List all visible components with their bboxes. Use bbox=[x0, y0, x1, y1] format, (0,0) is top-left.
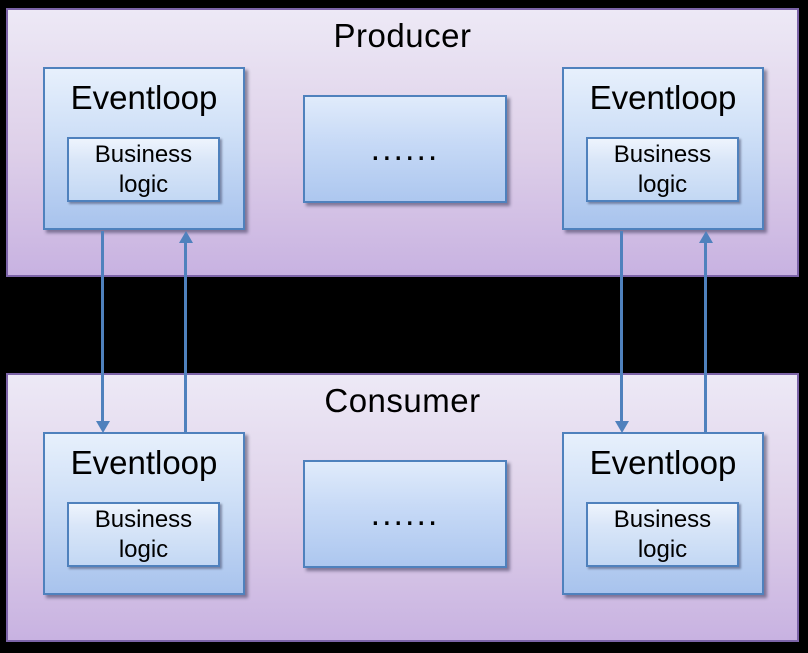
consumer-ellipsis-box: ...... bbox=[303, 460, 507, 568]
eventloop-label: Eventloop bbox=[589, 444, 737, 481]
eventloop-label: Eventloop bbox=[70, 444, 218, 481]
arrow-consumer-to-producer-right bbox=[699, 231, 713, 433]
producer-title: Producer bbox=[333, 17, 472, 54]
business-logic-label-line1: Business bbox=[94, 140, 193, 168]
arrow-line bbox=[184, 242, 187, 433]
producer-panel: Producer Eventloop Business logic ......… bbox=[6, 8, 799, 277]
business-logic-label-line2: logic bbox=[637, 170, 688, 198]
business-logic-label-line1: Business bbox=[613, 505, 712, 533]
arrow-consumer-to-producer-left bbox=[179, 231, 193, 433]
producer-left-eventloop: Eventloop Business logic bbox=[43, 67, 245, 230]
consumer-panel: Consumer Eventloop Business logic ......… bbox=[6, 373, 799, 642]
consumer-left-business-logic-box: Business logic bbox=[67, 502, 220, 567]
producer-right-business-logic-box: Business logic bbox=[586, 137, 739, 202]
consumer-right-business-logic-box: Business logic bbox=[586, 502, 739, 567]
arrow-line bbox=[704, 242, 707, 433]
consumer-left-eventloop: Eventloop Business logic bbox=[43, 432, 245, 595]
producer-right-eventloop: Eventloop Business logic bbox=[562, 67, 764, 230]
consumer-title: Consumer bbox=[324, 382, 481, 419]
eventloop-label: Eventloop bbox=[70, 79, 218, 116]
ellipsis-label: ...... bbox=[370, 494, 440, 533]
arrow-producer-to-consumer-left bbox=[96, 231, 110, 433]
arrow-down-head-icon bbox=[96, 421, 110, 433]
producer-left-business-logic-box: Business logic bbox=[67, 137, 220, 202]
business-logic-label-line2: logic bbox=[637, 535, 688, 563]
arrow-line bbox=[620, 231, 623, 422]
arrow-line bbox=[101, 231, 104, 422]
arrow-producer-to-consumer-right bbox=[615, 231, 629, 433]
ellipsis-label: ...... bbox=[370, 129, 440, 168]
business-logic-label-line1: Business bbox=[613, 140, 712, 168]
business-logic-label-line2: logic bbox=[118, 170, 169, 198]
consumer-right-eventloop: Eventloop Business logic bbox=[562, 432, 764, 595]
producer-ellipsis-box: ...... bbox=[303, 95, 507, 203]
arrow-up-head-icon bbox=[699, 231, 713, 243]
eventloop-label: Eventloop bbox=[589, 79, 737, 116]
business-logic-label-line1: Business bbox=[94, 505, 193, 533]
arrow-down-head-icon bbox=[615, 421, 629, 433]
arrow-up-head-icon bbox=[179, 231, 193, 243]
business-logic-label-line2: logic bbox=[118, 535, 169, 563]
